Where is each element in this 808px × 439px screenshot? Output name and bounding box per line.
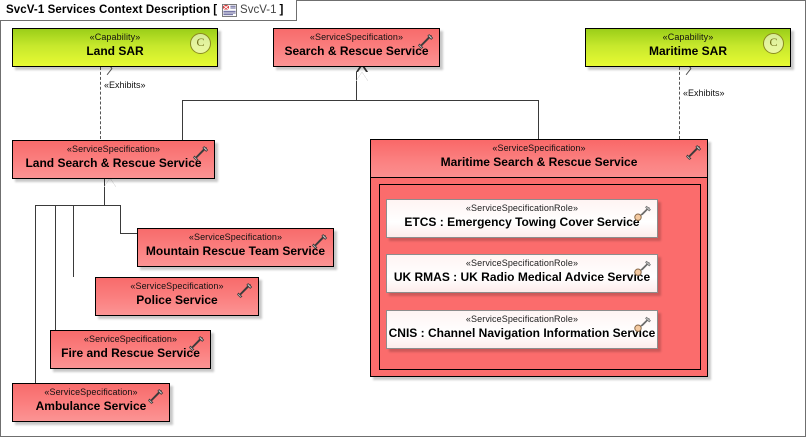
node-uk-rmas-name: UK RMAS : UK Radio Medical Advice Servic… — [393, 270, 651, 284]
maritime-header: «ServiceSpecification» Maritime Search &… — [371, 140, 707, 178]
node-ambulance-name: Ambulance Service — [35, 399, 147, 413]
node-etcs-name: ETCS : Emergency Towing Cover Service — [404, 215, 640, 229]
capability-c-icon: C — [190, 33, 211, 54]
service-role-icon — [633, 204, 653, 222]
node-search-rescue-name: Search & Rescue Service — [284, 44, 429, 58]
node-land-sar-stereotype: «Capability» — [89, 32, 141, 42]
service-role-icon — [633, 259, 653, 277]
capability-c-icon: C — [763, 33, 784, 54]
service-tools-icon — [311, 232, 329, 250]
edge-gen-bus — [182, 100, 539, 101]
edge-gen-land-bus — [35, 205, 120, 206]
edge-exhibits-right — [679, 67, 680, 139]
node-land-search-rescue-stereotype: «ServiceSpecification» — [66, 144, 161, 154]
node-cnis[interactable]: «ServiceSpecificationRole» CNIS : Channe… — [386, 310, 658, 349]
edge-label-exhibits-right: «Exhibits» — [683, 88, 725, 98]
node-cnis-stereotype: «ServiceSpecificationRole» — [465, 314, 579, 324]
node-fire-rescue-stereotype: «ServiceSpecification» — [83, 334, 178, 344]
edge-gen-land-trunk — [104, 178, 105, 205]
edge-gen-branch-maritime — [538, 100, 539, 140]
node-maritime-sar-stereotype: «Capability» — [662, 32, 714, 42]
frame-name: SvcV-1 — [240, 4, 277, 16]
node-maritime-sar-name: Maritime SAR — [648, 44, 728, 58]
node-land-sar-name: Land SAR — [86, 44, 144, 58]
node-uk-rmas-stereotype: «ServiceSpecificationRole» — [465, 258, 579, 268]
edge-gen-trunk — [356, 72, 357, 100]
diagram-title-tab[interactable]: SvcV-1 Services Context Description [ Sv… — [0, 0, 298, 21]
service-tools-icon — [147, 387, 165, 405]
service-tools-icon — [685, 143, 703, 161]
node-cnis-name: CNIS : Channel Navigation Information Se… — [388, 326, 656, 340]
node-ambulance-stereotype: «ServiceSpecification» — [44, 387, 138, 397]
edge-gen-land-arrowhead — [104, 169, 116, 187]
edge-gen-branch-police — [73, 205, 74, 277]
node-uk-rmas[interactable]: «ServiceSpecificationRole» UK RMAS : UK … — [386, 254, 658, 293]
node-maritime-search-rescue-name: Maritime Search & Rescue Service — [440, 155, 638, 169]
service-tools-icon — [236, 281, 254, 299]
edge-gen-trunk-arrowhead — [356, 63, 368, 81]
node-fire-rescue-name: Fire and Rescue Service — [61, 346, 200, 360]
node-maritime-sar[interactable]: «Capability» Maritime SAR C — [585, 28, 791, 67]
edge-label-exhibits-left: «Exhibits» — [104, 80, 146, 90]
node-etcs-stereotype: «ServiceSpecificationRole» — [465, 203, 579, 213]
edge-gen-branch-ambulance — [35, 205, 36, 383]
edge-gen-branch-fire — [55, 205, 56, 330]
node-police-stereotype: «ServiceSpecification» — [130, 281, 224, 291]
node-mountain-rescue-name: Mountain Rescue Team Service — [145, 244, 326, 258]
bracket-close: ] — [279, 4, 284, 16]
bracket-open: [ — [213, 4, 218, 16]
node-land-sar[interactable]: «Capability» Land SAR C — [12, 28, 218, 67]
service-tools-icon — [188, 334, 206, 352]
page-title: SvcV-1 Services Context Description — [6, 4, 211, 16]
node-search-rescue-stereotype: «ServiceSpecification» — [309, 32, 404, 42]
edge-gen-branch-land — [182, 100, 183, 140]
node-land-search-rescue-service[interactable]: «ServiceSpecification» Land Search & Res… — [12, 140, 215, 179]
service-tools-icon — [192, 144, 210, 162]
edge-gen-branch-mountain — [120, 205, 121, 233]
node-mountain-rescue-stereotype: «ServiceSpecification» — [188, 232, 283, 242]
node-ambulance-service[interactable]: «ServiceSpecification» Ambulance Service — [12, 383, 170, 422]
node-police-service[interactable]: «ServiceSpecification» Police Service — [95, 277, 259, 316]
service-role-icon — [633, 315, 653, 333]
node-fire-and-rescue-service[interactable]: «ServiceSpecification» Fire and Rescue S… — [50, 330, 211, 369]
edge-exhibits-left — [100, 67, 101, 139]
node-maritime-search-rescue-stereotype: «ServiceSpecification» — [492, 143, 586, 153]
node-land-search-rescue-name: Land Search & Rescue Service — [25, 156, 202, 170]
node-etcs[interactable]: «ServiceSpecificationRole» ETCS : Emerge… — [386, 199, 658, 238]
node-police-name: Police Service — [136, 293, 218, 307]
service-tools-icon — [417, 32, 435, 50]
edge-gen-branch-mountain-h — [120, 233, 142, 234]
node-mountain-rescue-team-service[interactable]: «ServiceSpecification» Mountain Rescue T… — [137, 228, 334, 267]
diagram-icon — [222, 3, 238, 17]
node-search-rescue-service[interactable]: «ServiceSpecification» Search & Rescue S… — [273, 28, 440, 67]
